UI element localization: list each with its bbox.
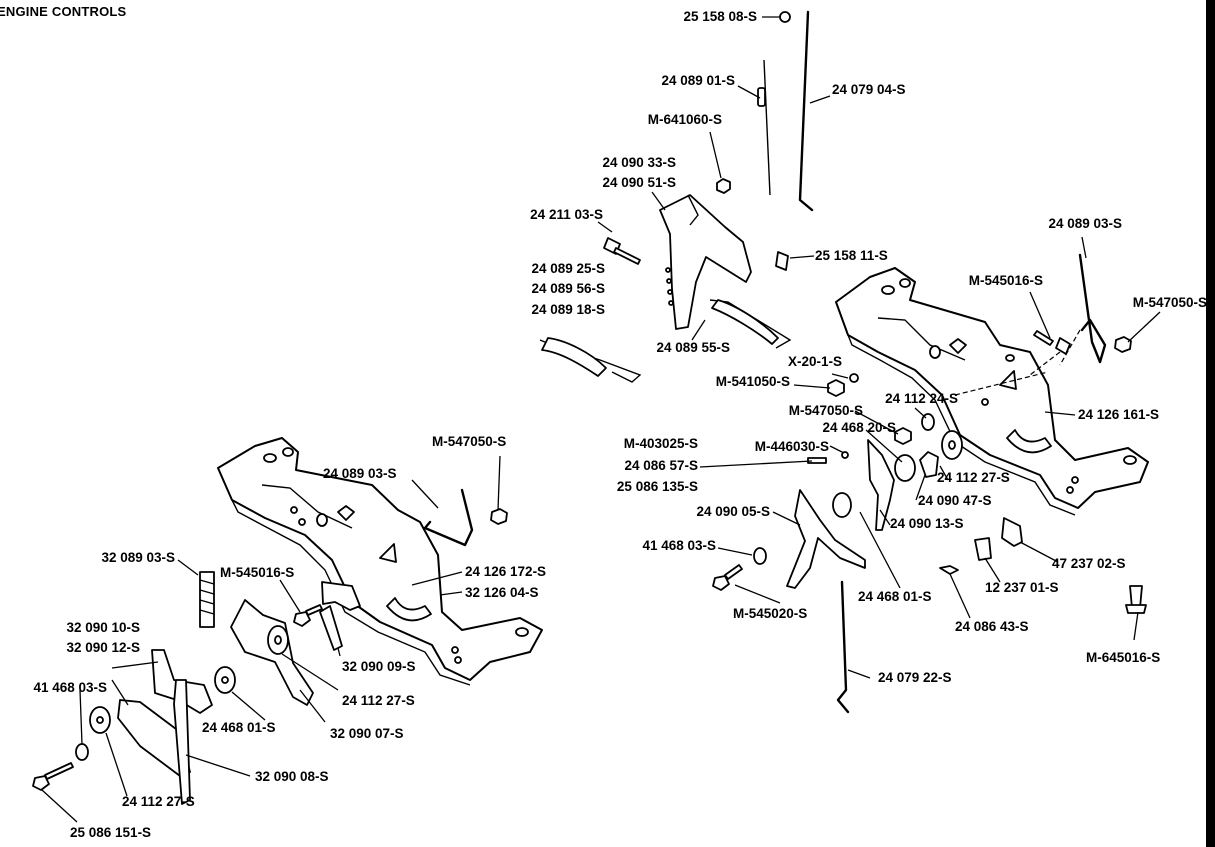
bracket-24-090-33 [659, 194, 752, 330]
label-24-089-18: 24 089 18-S [531, 302, 605, 317]
label-24-211-03: 24 211 03-S [530, 207, 603, 222]
label-24-468-01-right: 24 468 01-S [858, 589, 932, 604]
label-24-090-05: 24 090 05-S [696, 504, 770, 519]
control-plate-24-126-172 [217, 437, 543, 681]
label-25-158-08: 25 158 08-S [683, 9, 757, 24]
label-32-090-09: 32 090 09-S [342, 659, 416, 674]
label-32-090-10: 32 090 10-S [66, 620, 140, 635]
label-24-090-51: 24 090 51-S [602, 175, 676, 190]
label-24-089-03-right: 24 089 03-S [1048, 216, 1122, 231]
label-32-089-03: 32 089 03-S [101, 550, 175, 565]
label-24-089-56: 24 089 56-S [531, 281, 605, 296]
label-M-547050-left: M-547050-S [432, 434, 507, 449]
label-24-112-27-right: 24 112 27-S [937, 470, 1010, 485]
label-M-545016-left: M-545016-S [220, 565, 295, 580]
label-32-126-04: 32 126 04-S [465, 585, 539, 600]
label-24-468-01-left: 24 468 01-S [202, 720, 276, 735]
clip-25-158-08 [779, 11, 791, 23]
label-24-112-27-bottom: 24 112 27-S [122, 794, 195, 809]
label-X-20-1: X-20-1-S [787, 354, 842, 369]
label-24-090-33: 24 090 33-S [602, 155, 676, 170]
label-32-090-08: 32 090 08-S [255, 769, 329, 784]
label-M-545016-right: M-545016-S [968, 273, 1043, 288]
label-24-090-47: 24 090 47-S [918, 493, 992, 508]
label-24-112-27-left: 24 112 27-S [342, 693, 415, 708]
diagram-title: ENGINE CONTROLS [0, 4, 127, 19]
control-plate-24-126-161 [835, 267, 1149, 509]
label-M-641060: M-641060-S [647, 112, 722, 127]
label-M-446030: M-446030-S [754, 439, 829, 454]
label-25-086-151: 25 086 151-S [70, 825, 152, 840]
rod-24-079-04 [798, 10, 814, 212]
label-M-403025: M-403025-S [623, 436, 698, 451]
label-12-237-01: 12 237 01-S [985, 580, 1059, 595]
label-25-158-11: 25 158 11-S [815, 248, 888, 263]
label-M-547050-top: M-547050-S [1132, 295, 1207, 310]
label-M-545020: M-545020-S [733, 606, 808, 621]
label-M-547050-mid: M-547050-S [788, 403, 863, 418]
label-24-468-20: 24 468 20-S [822, 420, 896, 435]
lever-24-090-05 [786, 489, 866, 589]
label-24-086-43: 24 086 43-S [955, 619, 1029, 634]
label-24-089-03-left: 24 089 03-S [323, 466, 397, 481]
leader-lines [41, 16, 1161, 823]
label-24-089-55: 24 089 55-S [656, 340, 730, 355]
label-24-090-13: 24 090 13-S [890, 516, 964, 531]
label-24-086-57: 24 086 57-S [624, 458, 698, 473]
label-41-468-03-right: 41 468 03-S [642, 538, 716, 553]
label-24-112-24: 24 112 24-S [885, 391, 958, 406]
label-32-090-07: 32 090 07-S [330, 726, 404, 741]
nut-M-641060 [716, 178, 731, 194]
label-24-079-04: 24 079 04-S [832, 82, 906, 97]
label-M-541050: M-541050-S [715, 374, 790, 389]
label-M-645016: M-645016-S [1086, 650, 1161, 665]
label-24-126-172: 24 126 172-S [465, 564, 547, 579]
label-25-086-135: 25 086 135-S [616, 479, 698, 494]
label-24-089-01: 24 089 01-S [661, 73, 735, 88]
label-47-237-02: 47 237 02-S [1052, 556, 1126, 571]
label-41-468-03-left: 41 468 03-S [33, 680, 107, 695]
page-edge-bar [1206, 0, 1215, 847]
label-24-079-22: 24 079 22-S [878, 670, 952, 685]
label-24-089-25: 24 089 25-S [531, 261, 605, 276]
label-32-090-12: 32 090 12-S [66, 640, 140, 655]
label-24-126-161: 24 126 161-S [1078, 407, 1160, 422]
